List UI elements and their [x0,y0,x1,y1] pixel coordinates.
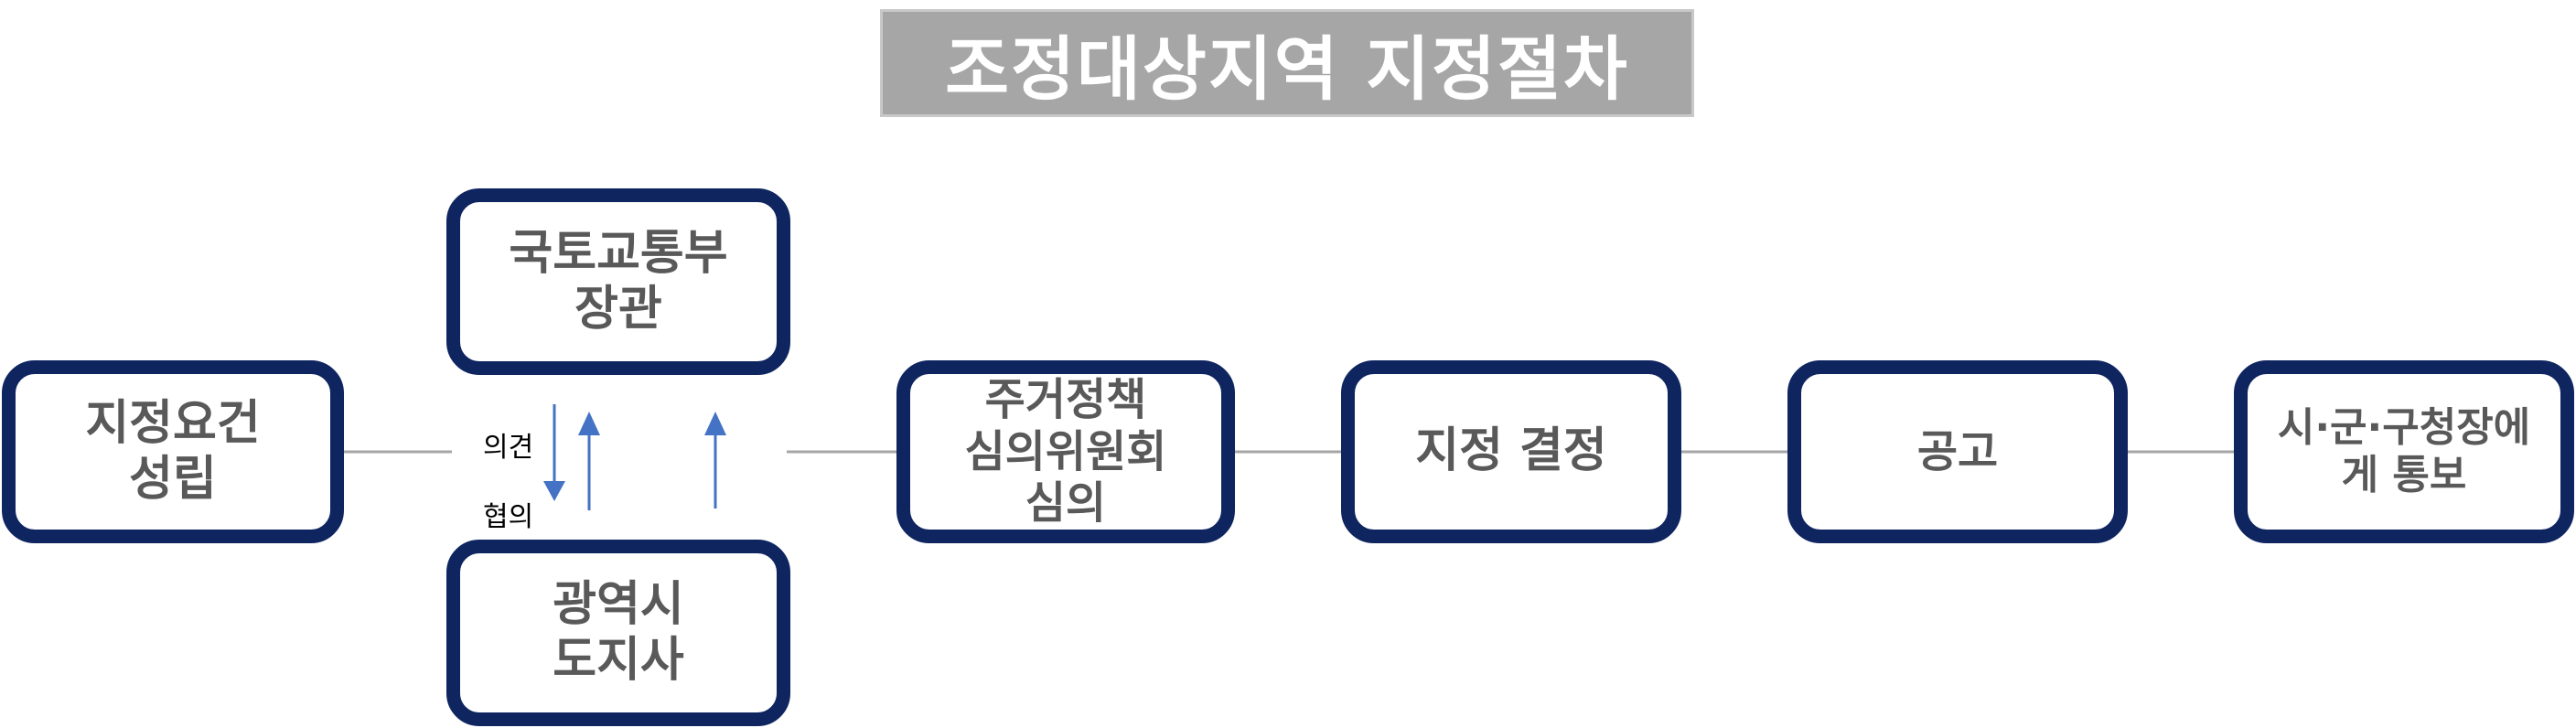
box-announce-label: 공고 [1916,425,1999,477]
arrow-down-consult [543,404,565,501]
label-opinion: 의견 [483,432,534,464]
box-committee-label: 주거정책 심의위원회 심의 [964,374,1167,530]
box-decision: 지정 결정 [1341,360,1681,543]
box-governor-label: 광역시 도지사 [553,576,684,688]
box-governor: 광역시 도지사 [446,540,790,726]
box-notify-label: 시·군·구청장에 게 통보 [2277,404,2531,498]
box-notify: 시·군·구청장에 게 통보 [2234,360,2574,543]
diagram-title: 조정대상지역 지정절차 [880,9,1694,117]
box-decision-label: 지정 결정 [1415,423,1607,479]
box-committee: 주거정책 심의위원회 심의 [896,360,1235,543]
box-announce: 공고 [1787,360,2128,543]
box-minister: 국토교통부 장관 [446,188,790,375]
box-requirement: 지정요건 성립 [2,360,344,543]
box-requirement-label: 지정요건 성립 [85,395,261,507]
label-consult: 협의 [483,501,534,533]
box-minister-label: 국토교통부 장관 [509,225,728,337]
arrow-up-opinion [578,412,600,510]
arrow-up-governor [704,412,726,509]
